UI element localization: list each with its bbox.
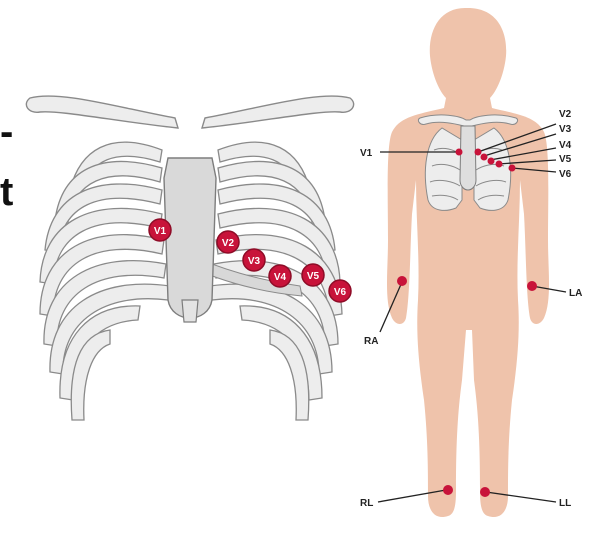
electrode-v1: V1 [149, 219, 171, 241]
label-ll: LL [559, 498, 571, 509]
electrode-v3: V3 [243, 249, 265, 271]
label-body-v3: V3 [559, 124, 572, 135]
electrode-v3-label: V3 [248, 256, 261, 267]
label-body-v5: V5 [559, 154, 572, 165]
label-rl: RL [360, 498, 373, 509]
body-electrode-v5 [496, 161, 503, 168]
label-body-v4: V4 [559, 140, 572, 151]
electrode-la [527, 281, 537, 291]
right-clavicle [202, 96, 354, 128]
sternum [164, 158, 216, 318]
electrode-ll [480, 487, 490, 497]
xiphoid-process [182, 300, 198, 322]
electrode-ra [397, 276, 407, 286]
label-body-v6: V6 [559, 169, 572, 180]
body-electrode-v6 [509, 165, 516, 172]
electrode-v6-label: V6 [334, 287, 347, 298]
body-electrode-v2 [475, 149, 482, 156]
label-body-v1: V1 [360, 148, 373, 159]
electrode-v5-label: V5 [307, 271, 320, 282]
rib-cage [26, 96, 353, 420]
electrode-v2: V2 [217, 231, 239, 253]
label-body-v2: V2 [559, 109, 572, 120]
electrode-v4-label: V4 [274, 272, 287, 283]
electrode-v6: V6 [329, 280, 351, 302]
left-clavicle [26, 96, 178, 128]
body-electrode-v4 [488, 158, 495, 165]
label-ra: RA [364, 336, 378, 347]
electrode-v2-label: V2 [222, 238, 235, 249]
electrode-v5: V5 [302, 264, 324, 286]
left-ribs [40, 142, 170, 420]
body-electrode-v3 [481, 154, 488, 161]
label-la: LA [569, 288, 582, 299]
electrode-v4: V4 [269, 265, 291, 287]
body-silhouette [387, 8, 549, 517]
body-electrode-v1 [456, 149, 463, 156]
electrode-rl [443, 485, 453, 495]
electrode-v1-label: V1 [154, 226, 167, 237]
